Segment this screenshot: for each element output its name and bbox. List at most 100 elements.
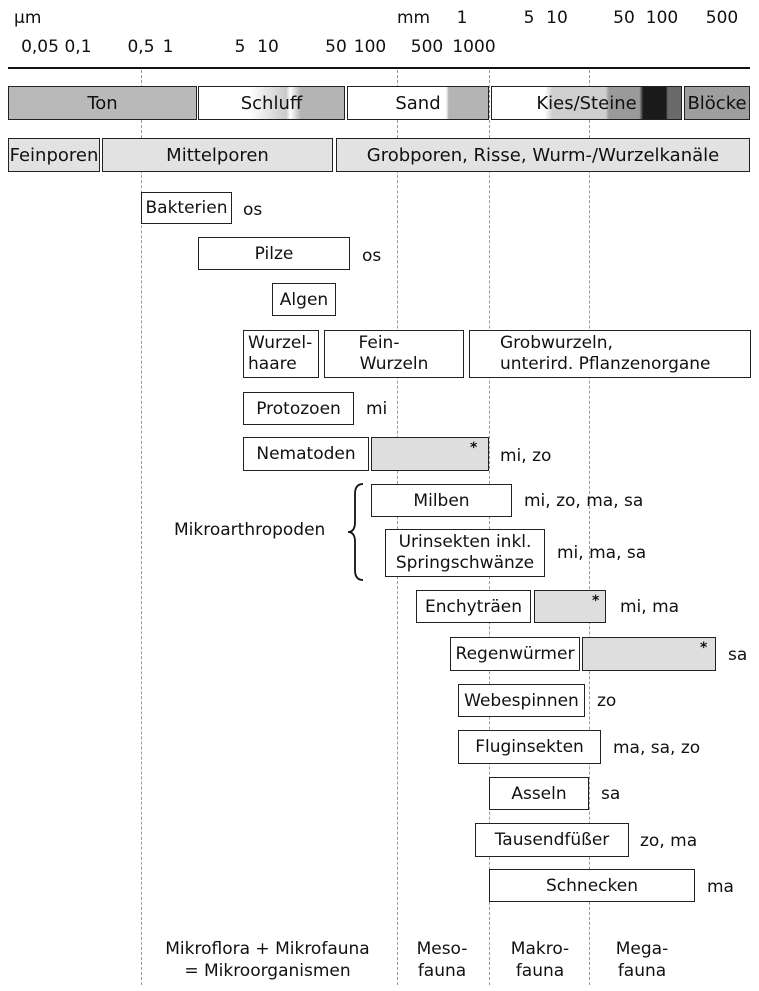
unit-millimeter: mm — [397, 8, 431, 28]
zone-makro-line2: fauna — [515, 961, 565, 981]
zone-mega-line1: Mega- — [615, 939, 669, 959]
tick-1-um: 1 — [162, 37, 174, 57]
tick-100-mm: 100 — [645, 8, 679, 28]
urinsekten-line1: Urinsekten inkl. — [398, 532, 532, 552]
grain-sand-label: Sand — [395, 92, 441, 114]
bar-enchytraeen-extension — [534, 590, 606, 623]
bar-enchytraeen: Enchyträen — [416, 590, 531, 623]
grain-ton-label: Ton — [87, 92, 118, 114]
tick-5-um: 5 — [234, 37, 246, 57]
bakterien-label: Bakterien — [145, 198, 228, 218]
tick-0-5-um: 0,5 — [127, 37, 155, 57]
regenwuermer-tag: sa — [728, 645, 748, 665]
schnecken-tag: ma — [707, 877, 734, 897]
tick-50-um: 50 — [325, 37, 347, 57]
nematoden-tag: mi, zo — [500, 446, 552, 466]
grain-schluff: Schluff — [198, 86, 345, 120]
tick-100-um: 100 — [353, 37, 387, 57]
grain-bloecke-label: Blöcke — [687, 92, 747, 114]
regenwuermer-label: Regenwürmer — [455, 644, 575, 664]
mikroarthropoden-brace — [347, 483, 364, 581]
asseln-tag: sa — [601, 784, 621, 804]
bar-protozoen: Protozoen — [243, 392, 354, 425]
grain-bloecke: Blöcke — [684, 86, 750, 120]
bar-grobwurzeln: Grobwurzeln, unterird. Pflanzenorgane — [469, 330, 751, 378]
unit-micrometer: µm — [14, 8, 42, 28]
grain-sand: Sand — [347, 86, 489, 120]
zone-megafauna: Mega- fauna — [604, 938, 680, 982]
scale-axis-line — [8, 67, 750, 69]
mikroarthropoden-label: Mikroarthropoden — [174, 520, 326, 540]
bar-milben: Milben — [371, 484, 512, 517]
guide-line-100um — [397, 70, 398, 985]
webespinnen-label: Webespinnen — [464, 690, 579, 711]
tick-10-mm: 10 — [546, 8, 568, 28]
grain-schluff-label: Schluff — [240, 92, 303, 114]
bar-feinwurzeln: Fein- Wurzeln — [324, 330, 464, 378]
bar-regenwuermer-extension — [582, 637, 716, 671]
protozoen-tag: mi — [366, 399, 388, 419]
tick-1-mm: 1 — [456, 8, 468, 28]
grobwurzeln-line1: Grobwurzeln, — [500, 333, 613, 353]
nematoden-label: Nematoden — [256, 444, 356, 464]
zone-mikro-line1: Mikroflora + Mikrofauna — [165, 939, 370, 959]
tick-1000-um: 1000 — [452, 37, 496, 57]
grobwurzeln-line2: unterird. Pflanzenorgane — [500, 354, 711, 374]
tausendfuesser-tag: zo, ma — [640, 831, 698, 851]
pores-grob: Grobporen, Risse, Wurm-/Wurzelkanäle — [336, 138, 750, 172]
zone-meso-line1: Meso- — [416, 939, 468, 959]
feinwurzeln-line1: Fein- — [358, 333, 400, 353]
guide-line-20mm — [589, 70, 590, 985]
algen-label: Algen — [279, 289, 329, 310]
bar-fluginsekten: Fluginsekten — [458, 730, 601, 764]
pilze-tag: os — [362, 246, 382, 266]
webespinnen-tag: zo — [597, 691, 617, 711]
bar-pilze: Pilze — [198, 237, 350, 270]
milben-label: Milben — [413, 490, 470, 511]
zone-makro-line1: Makro- — [510, 939, 570, 959]
tick-500-mm: 500 — [705, 8, 739, 28]
bar-nematoden-extension — [371, 437, 489, 471]
urinsekten-tag: mi, ma, sa — [557, 543, 647, 563]
bar-nematoden: Nematoden — [243, 437, 369, 471]
enchytraeen-label: Enchyträen — [424, 596, 522, 617]
grain-kies-label: Kies/Steine — [536, 92, 637, 114]
pilze-label: Pilze — [254, 243, 294, 264]
bar-urinsekten: Urinsekten inkl. Springschwänze — [385, 529, 545, 577]
zone-meso-line2: fauna — [417, 961, 467, 981]
pores-fein: Feinporen — [8, 138, 100, 172]
grain-kies-steine: Kies/Steine — [491, 86, 682, 120]
bar-asseln: Asseln — [489, 777, 589, 810]
zone-mikro-line2: = Mikroorganismen — [184, 961, 351, 981]
pores-mittel: Mittelporen — [102, 138, 333, 172]
wurzelhaare-line1: Wurzel- — [248, 333, 313, 353]
fluginsekten-label: Fluginsekten — [475, 737, 584, 757]
bar-schnecken: Schnecken — [489, 869, 695, 902]
pores-mittel-label: Mittelporen — [166, 144, 269, 166]
grain-ton: Ton — [8, 86, 197, 120]
tick-500-um: 500 — [410, 37, 444, 57]
tick-0-05-um: 0,05 — [21, 37, 59, 57]
tick-10-um: 10 — [257, 37, 279, 57]
bar-wurzelhaare: Wurzel- haare — [243, 330, 319, 378]
bar-webespinnen: Webespinnen — [458, 684, 585, 717]
zone-mikroorganismen: Mikroflora + Mikrofauna = Mikroorganisme… — [160, 938, 375, 982]
guide-line-0-5um — [141, 70, 142, 985]
enchytraeen-star: * — [592, 593, 600, 609]
bakterien-tag: os — [243, 200, 263, 220]
protozoen-label: Protozoen — [256, 398, 341, 419]
tick-50-mm: 50 — [613, 8, 635, 28]
enchytraeen-tag: mi, ma — [620, 597, 680, 617]
bar-bakterien: Bakterien — [141, 192, 232, 224]
zone-mesofauna: Meso- fauna — [406, 938, 478, 982]
nematoden-star: * — [470, 440, 478, 456]
pores-grob-label: Grobporen, Risse, Wurm-/Wurzelkanäle — [366, 144, 720, 166]
tick-0-1-um: 0,1 — [64, 37, 92, 57]
tick-5-mm: 5 — [523, 8, 535, 28]
milben-tag: mi, zo, ma, sa — [524, 491, 644, 511]
wurzelhaare-line2: haare — [248, 354, 297, 374]
feinwurzeln-line2: Wurzeln — [359, 354, 429, 374]
pores-fein-label: Feinporen — [9, 144, 99, 166]
bar-algen: Algen — [272, 283, 336, 316]
urinsekten-line2: Springschwänze — [395, 553, 535, 573]
